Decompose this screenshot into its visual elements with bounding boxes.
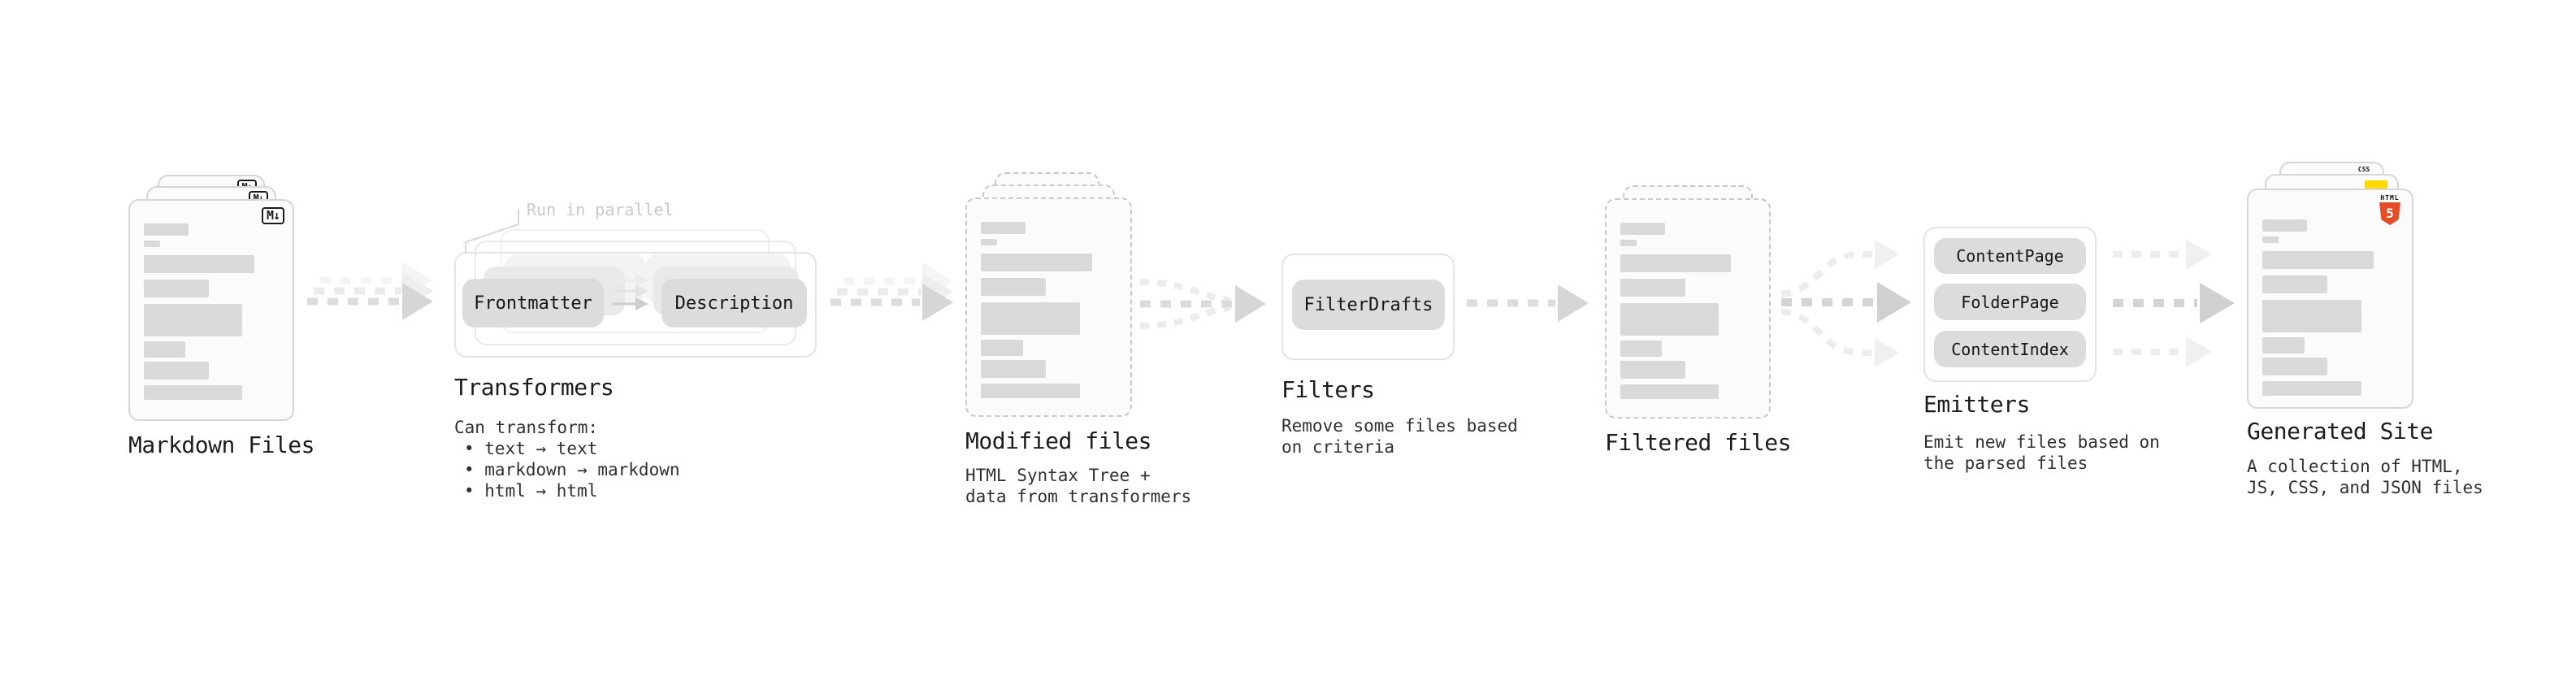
arrow-markdown-to-transformers — [307, 262, 433, 320]
run-in-parallel-note: Run in parallel — [527, 200, 674, 219]
doc-content-bar — [144, 341, 186, 358]
doc-content-bar — [144, 241, 160, 247]
doc-content-bar — [1620, 240, 1637, 246]
javascript-icon — [2365, 180, 2387, 190]
doc-content-bar — [144, 255, 255, 273]
arrow-modified-to-filters — [1139, 279, 1266, 329]
doc-content-bar — [981, 222, 1026, 234]
doc-content-bar — [144, 362, 209, 380]
generated-site-desc-line: A collection of HTML, — [2247, 457, 2463, 476]
filters-frame — [1281, 254, 1455, 360]
doc-content-bar — [1620, 279, 1685, 297]
filter-drafts-pill: FilterDrafts — [1292, 280, 1445, 330]
stage-title-filters: Filters — [1281, 376, 1375, 403]
modified-file-card — [965, 197, 1132, 417]
doc-content-bar — [981, 278, 1047, 296]
doc-content-bar — [2262, 381, 2361, 396]
emitter-contentindex-pill: ContentIndex — [1934, 331, 2086, 367]
doc-content-bar — [1620, 223, 1665, 235]
transformers-desc-line: Can transform: — [454, 418, 599, 437]
document-content-placeholder — [981, 222, 1117, 398]
filters-desc-line: on criteria — [1281, 437, 1395, 457]
markdown-icon: M↓ — [261, 207, 284, 224]
doc-content-bar — [2262, 337, 2305, 354]
modified-files-desc-line: data from transformers — [965, 487, 1192, 506]
modified-files-desc-line: HTML Syntax Tree + — [965, 466, 1151, 485]
doc-content-bar — [981, 254, 1092, 271]
filtered-file-card — [1605, 198, 1771, 419]
arrow-filters-to-filtered — [1467, 284, 1589, 322]
transformer-frontmatter-pill: Frontmatter — [462, 279, 604, 327]
doc-content-bar — [1620, 384, 1720, 399]
doc-content-bar — [2262, 358, 2328, 375]
doc-content-bar — [144, 304, 243, 336]
doc-content-bar — [2262, 300, 2361, 332]
stage-title-filtered-files: Filtered files — [1605, 429, 1792, 456]
doc-content-bar — [1620, 303, 1720, 336]
transformer-group-frame — [454, 252, 817, 358]
doc-content-bar — [2262, 236, 2279, 243]
doc-content-bar — [144, 280, 209, 297]
doc-content-bar — [1620, 361, 1685, 379]
doc-content-bar — [981, 360, 1047, 378]
doc-content-bar — [981, 302, 1080, 335]
emitters-desc-line: the parsed files — [1923, 453, 2088, 473]
stage-title-markdown-files: Markdown Files — [128, 432, 315, 458]
doc-content-bar — [1620, 254, 1732, 272]
arrow-emitters-to-site — [2113, 239, 2235, 367]
transformers-desc-line: • html → html — [464, 481, 598, 501]
emitters-desc-line: Emit new files based on — [1923, 432, 2160, 452]
doc-content-bar — [2262, 275, 2328, 293]
doc-content-bar — [1620, 340, 1663, 357]
stage-title-generated-site: Generated Site — [2247, 418, 2434, 445]
doc-content-bar — [981, 340, 1023, 356]
transformers-desc-line: • markdown → markdown — [464, 460, 680, 479]
doc-content-bar — [144, 385, 243, 400]
doc-content-bar — [981, 239, 998, 245]
transformer-description-pill: Description — [661, 279, 807, 327]
transformers-desc-line: • text → text — [464, 439, 598, 458]
doc-content-bar — [2262, 251, 2374, 269]
doc-content-bar — [981, 384, 1080, 398]
markdown-file-card: M↓ — [128, 199, 294, 421]
doc-content-bar — [2262, 219, 2308, 232]
emitter-folderpage-pill: FolderPage — [1934, 284, 2086, 320]
document-content-placeholder — [1620, 223, 1755, 399]
emitter-contentpage-pill: ContentPage — [1934, 238, 2086, 274]
generated-site-desc-line: JS, CSS, and JSON files — [2247, 478, 2483, 497]
stage-title-modified-files: Modified files — [965, 427, 1152, 454]
document-content-placeholder — [144, 223, 279, 400]
stage-title-transformers: Transformers — [454, 374, 614, 401]
emitters-frame — [1923, 227, 2097, 382]
generated-site-card: HTML 5 — [2247, 189, 2413, 409]
html5-icon: HTML 5 — [2378, 194, 2402, 225]
document-content-placeholder — [2262, 219, 2398, 396]
doc-content-bar — [144, 223, 189, 236]
filters-desc-line: Remove some files based — [1281, 416, 1518, 436]
stage-title-emitters: Emitters — [1923, 391, 2030, 418]
arrow-filtered-to-emitters-fork — [1780, 240, 1911, 367]
arrow-transformers-to-modified — [830, 262, 953, 321]
